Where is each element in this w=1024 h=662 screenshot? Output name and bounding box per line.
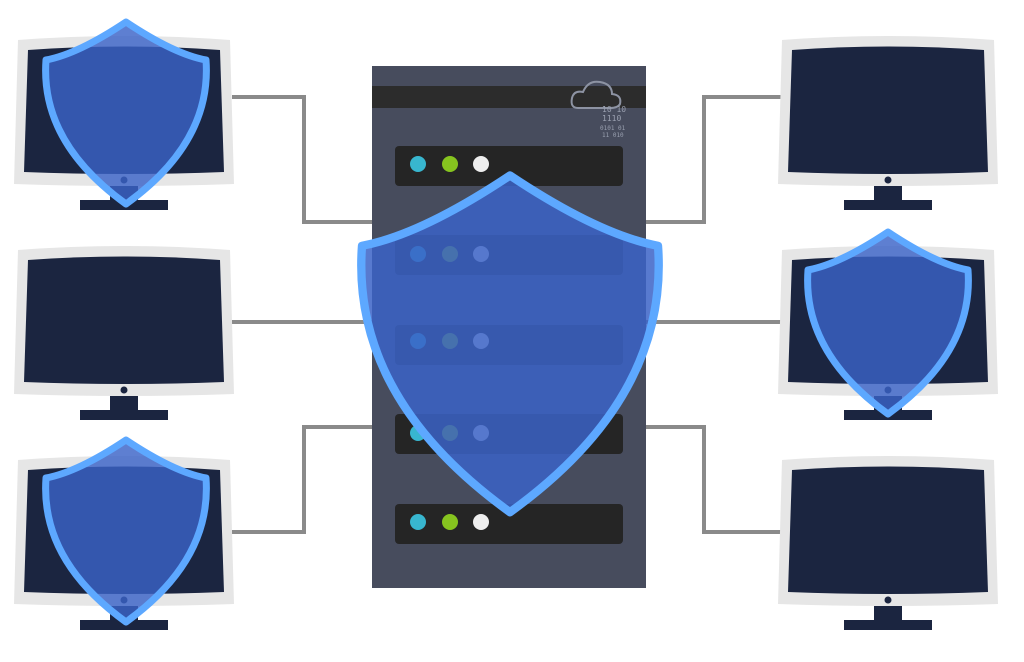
binary-line-1: 10 10 xyxy=(602,105,626,114)
monitor-bottom-right xyxy=(778,456,998,630)
binary-line-3: 0101 01 xyxy=(600,125,626,132)
server-slot-5 xyxy=(395,504,623,544)
monitor-top-right xyxy=(778,36,998,210)
binary-line-2: 1110 xyxy=(602,114,621,123)
status-led-blue xyxy=(410,156,426,172)
monitor-icon xyxy=(778,36,998,210)
network-cables xyxy=(232,95,782,534)
server-slot-1 xyxy=(395,146,623,186)
cable-top-right xyxy=(646,95,782,224)
cloud-icon xyxy=(570,80,622,109)
cable-top-left xyxy=(232,95,372,224)
monitor-icon xyxy=(14,246,234,420)
status-led-white xyxy=(473,156,489,172)
monitor-middle-left xyxy=(14,246,234,420)
cable-bottom-right xyxy=(646,425,782,534)
monitor-icon xyxy=(778,456,998,630)
cable-bottom-left xyxy=(232,425,372,534)
status-led-green xyxy=(442,156,458,172)
binary-readout: 10 10 1110 0101 01 11 010 xyxy=(600,105,626,139)
binary-line-4: 11 010 xyxy=(602,132,624,139)
